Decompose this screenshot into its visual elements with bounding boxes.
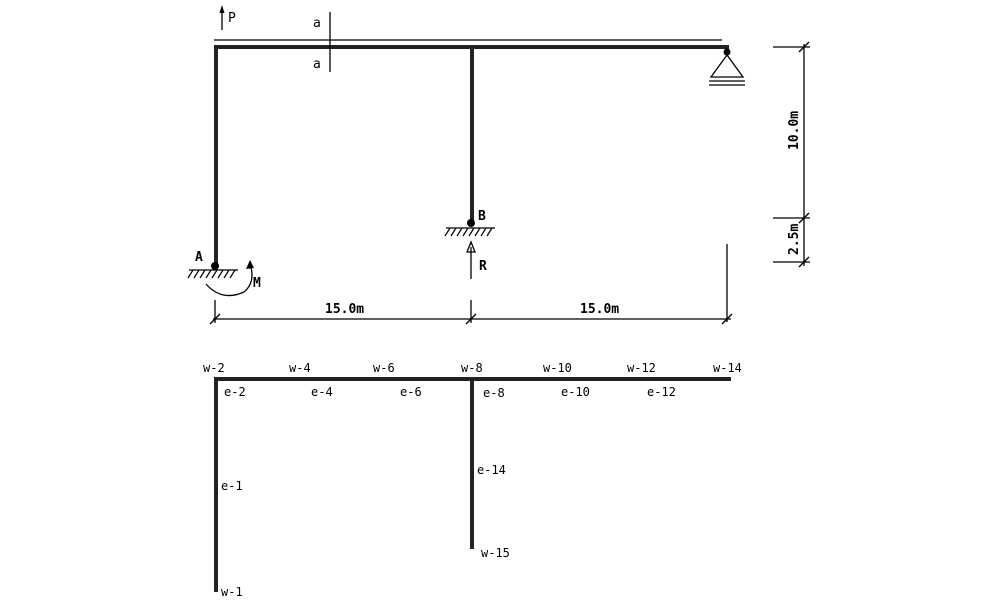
element-label: e-10 [561,385,590,399]
node-label: w-4 [289,361,311,375]
node-label: w-14 [713,361,742,375]
frame-diagram: P a a A M [187,5,810,325]
dim-span-right-label: 15.0m [580,302,619,317]
element-label: e-8 [483,386,505,400]
dim-height-lower-label: 2.5m [787,224,802,255]
element-label: e-1 [221,479,243,493]
element-model: w-1 w-2 w-4 w-6 w-8 w-10 w-12 w-14 w-15 … [203,361,742,599]
node-label: w-10 [543,361,572,375]
support-b-label: B [478,209,486,224]
moment-label: M [253,276,261,291]
dim-height-upper-label: 10.0m [787,111,802,150]
support-b [444,219,495,237]
fixed-support-a [187,262,238,279]
support-a-label: A [195,250,203,265]
node-label: w-8 [461,361,483,375]
element-label: e-14 [477,463,506,477]
dim-span-left-label: 15.0m [325,302,364,317]
reaction-arrow [466,240,476,279]
element-label: e-6 [400,385,422,399]
section-label-bottom: a [313,57,321,72]
reaction-label: R [479,259,487,274]
element-label: e-4 [311,385,333,399]
node-label: w-12 [627,361,656,375]
node-label: w-6 [373,361,395,375]
node-label: w-2 [203,361,225,375]
horizontal-dimension [209,300,733,325]
load-p-label: P [228,11,236,26]
node-label: w-15 [481,546,510,560]
element-label: e-2 [224,385,246,399]
load-p-arrow [219,5,225,30]
vertical-dimension [773,41,810,268]
moment-arrow [205,260,254,297]
element-label: e-12 [647,385,676,399]
section-label-top: a [313,16,321,31]
node-label: w-1 [221,585,243,599]
pin-support-right [709,48,745,86]
